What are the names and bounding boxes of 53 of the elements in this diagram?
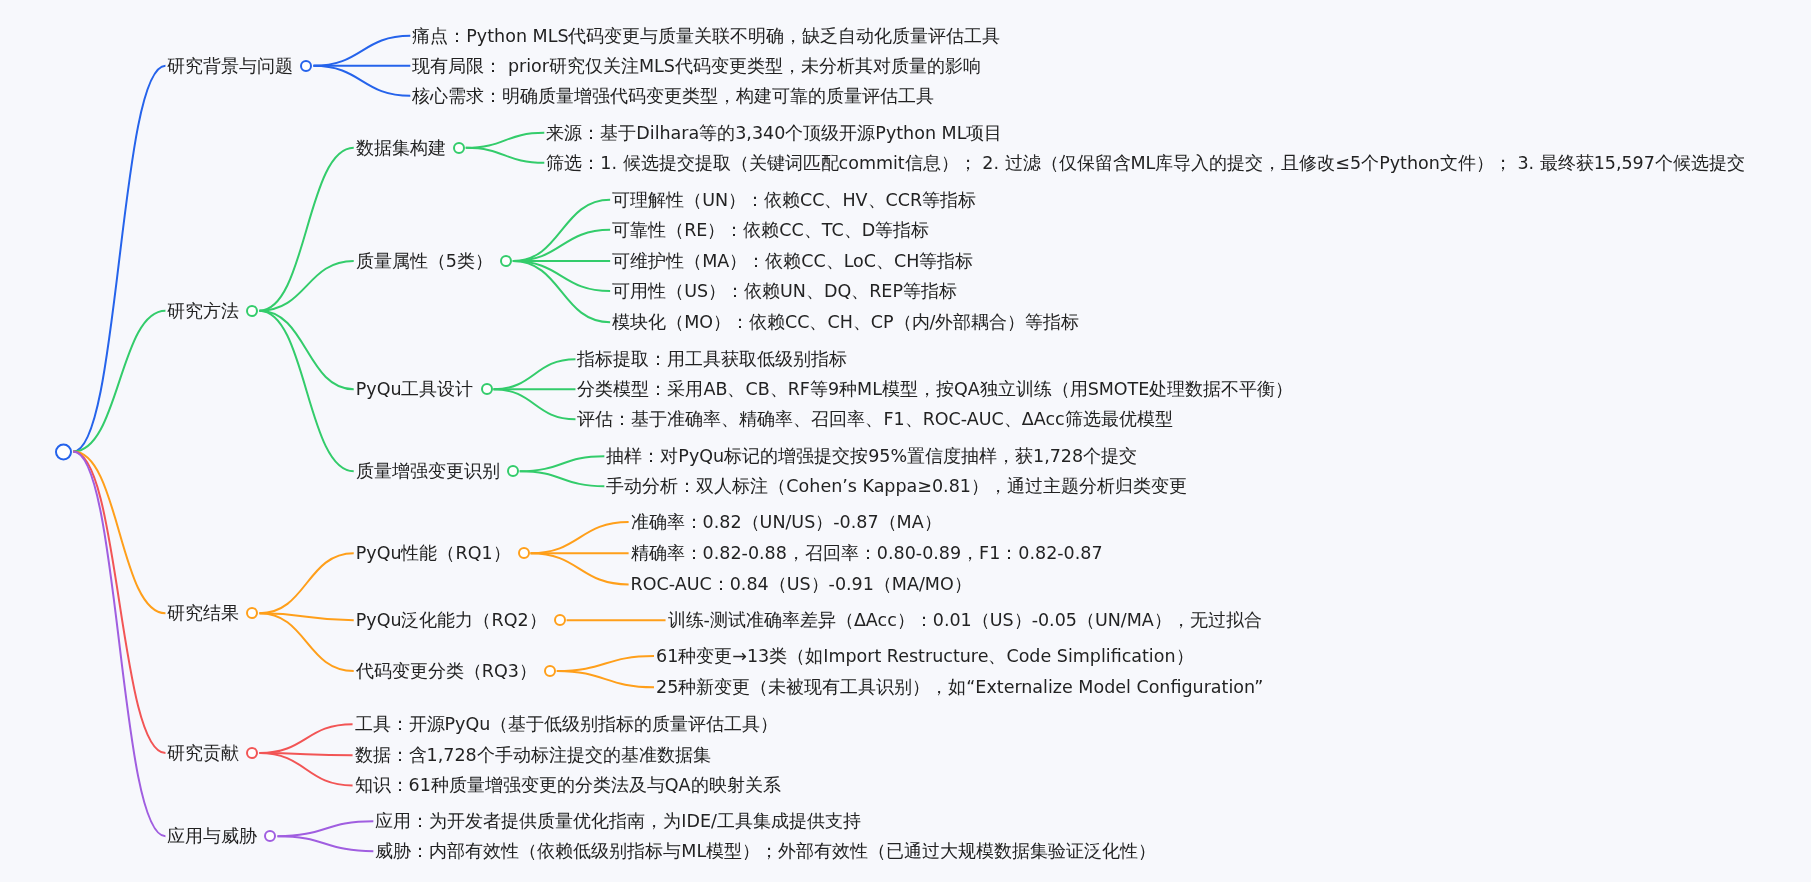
topic-label: 模块化（MO）：依赖CC、CH、CP（内/外部耦合）等指标: [612, 311, 1080, 335]
topic-label: 质量增强变更识别: [355, 460, 500, 484]
topic-label: 工具：开源PyQu（基于低级别指标的质量评估工具）: [354, 713, 779, 737]
topic-label: 数据集构建: [355, 136, 446, 160]
branch-line: [258, 309, 355, 473]
topic-label: 应用：为开发者提供质量优化指南，为IDE/工具集成提供支持: [375, 810, 861, 834]
branch-line: [72, 450, 167, 838]
branch-line: [492, 388, 577, 421]
topic-label: 筛选：1. 候选提交提取（关键词匹配commit信息）； 2. 过滤（仅保留含ML库导入的提交，且修改≤5个Python文件）； 3. 最终获15,597个候选提交: [546, 151, 1745, 175]
branch-line: [511, 260, 612, 324]
topic-label: 核心需求：明确质量增强代码变更类型，构建可靠的质量评估工具: [412, 84, 935, 108]
topic-label: 手动分析：双人标注（Cohen’s Kappa≥0.81），通过主题分析归类变更: [606, 475, 1187, 499]
topic-label: 评估：基于准确率、精确率、召回率、F1、ROC-AUC、ΔAcc筛选最优模型: [577, 408, 1173, 432]
branch-line: [464, 146, 546, 164]
topic-label: 代码变更分类（RQ3）: [355, 660, 537, 684]
topic-label: 准确率：0.82（UN/US）-0.87（MA）: [630, 511, 942, 535]
topic-label: 威胁：内部有效性（依赖低级别指标与ML模型）；外部有效性（已通过大规模数据集验证泛化性）: [375, 840, 1157, 864]
branch-line: [258, 752, 354, 787]
topic-label: ROC-AUC：0.84（US）-0.91（MA/MO）: [630, 573, 972, 597]
branch-line: [258, 146, 355, 312]
topic-label: 来源：基于Dilhara等的3,340个顶级开源Python ML项目: [546, 121, 1003, 145]
topic-label: 现有局限： prior研究仅关注MLS代码变更类型，未分析其对质量的影响: [412, 54, 981, 78]
topic-label: 痛点：Python MLS代码变更与质量关联不明确，缺乏自动化质量评估工具: [412, 24, 1001, 48]
topic-label: 研究方法: [167, 299, 240, 323]
topic-label: 训练-测试准确率差异（ΔAcc）：0.01（US）-0.05（UN/MA），无过拟合: [667, 609, 1262, 633]
topic-label: 可维护性（MA）：依赖CC、LoC、CH等指标: [612, 250, 974, 273]
topic-label: 精确率：0.82-0.88，召回率：0.80-0.89，F1：0.82-0.87: [630, 542, 1103, 566]
topic-label: 质量属性（5类）: [355, 250, 493, 273]
branch-line: [312, 64, 412, 97]
topic-label: 抽样：对PyQu标记的增强提交按95%置信度抽样，获1,728个提交: [606, 445, 1138, 469]
topic-label: 可靠性（RE）：依赖CC、TC、D等指标: [612, 218, 930, 242]
branch-line: [565, 619, 667, 622]
topic-label: 研究背景与问题: [167, 54, 294, 78]
topic-label: 指标提取：用工具获取低级别指标: [577, 348, 848, 372]
branch-line: [518, 470, 606, 488]
topic-label: PyQu工具设计: [355, 378, 474, 402]
branch-line: [258, 612, 355, 673]
topic-label: 61种变更→13类（如Import Restructure、Code Simplification）: [656, 645, 1194, 668]
topic-label: PyQu性能（RQ1）: [355, 542, 511, 566]
topic-label: 研究结果: [167, 602, 240, 626]
topic-label: 分类模型：采用AB、CB、RF等9种ML模型，按QA独立训练（用SMOTE处理数据不平衡）: [577, 378, 1294, 402]
topic-label: 数据：含1,728个手动标注提交的基准数据集: [354, 744, 711, 768]
topic-label: 可用性（US）：依赖UN、DQ、REP等指标: [612, 280, 957, 304]
branch-line: [529, 552, 630, 586]
branch-line: [276, 835, 375, 853]
branch-line: [555, 670, 655, 689]
topic-label: 知识：61种质量增强变更的分类法及与QA的映射关系: [354, 774, 781, 798]
topic-label: 25种新变更（未被现有工具识别），如“Externalize Model Configuration”: [656, 676, 1264, 700]
topic-label: 应用与威胁: [167, 825, 258, 849]
topic-label: 可理解性（UN）：依赖CC、HV、CCR等指标: [612, 188, 977, 212]
topic-label: 研究贡献: [167, 742, 240, 766]
branch-line: [72, 309, 167, 453]
topic-label: PyQu泛化能力（RQ2）: [355, 609, 547, 633]
